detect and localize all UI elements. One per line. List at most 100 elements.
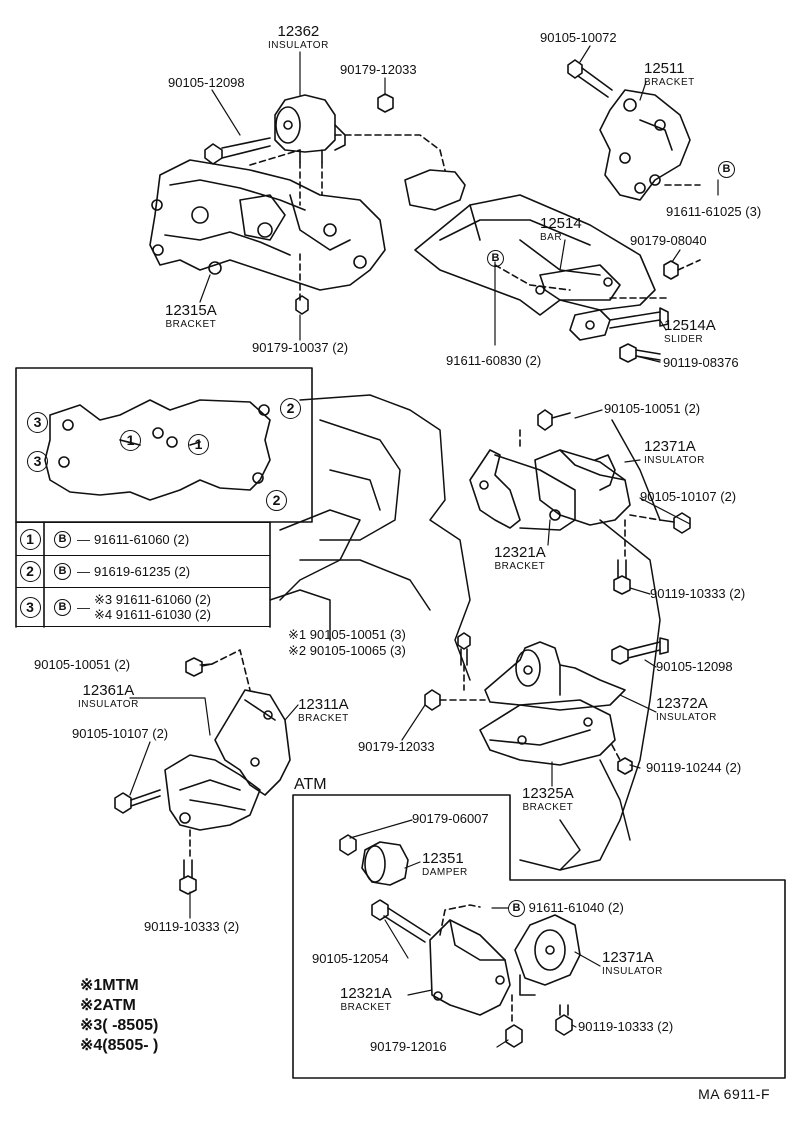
bracket-12311a [214,689,291,796]
inset-marker-1b: 1 [188,434,209,455]
legend-part-3b: ※4 91611-61030 (2) [94,607,211,622]
legend-marker-3: 3 [19,596,41,618]
nut-90179-12033-mid [424,689,441,711]
label-91611-61025: 91611-61025 (3) [666,204,762,219]
footnote-2: ※2ATM [80,997,136,1014]
bolt-90105-10072 [567,59,613,98]
damper-12351 [361,841,409,886]
bracket-12321a-right [469,449,576,531]
bracket-12511-drawing [599,89,691,201]
label-90119-08376: 90119-08376 [663,355,739,370]
label-90119-10333-right: 90119-10333 (2) [650,586,746,601]
legend-marker-2: 2 [19,560,41,582]
bolt-center-vertical [457,632,471,666]
bolt-90119-10333-right [613,559,631,595]
slider-12514a-drawing [569,307,669,341]
insulator-12371a-atm [514,914,581,996]
legend-b-3: B [54,598,71,616]
bolt-90105-12054 [371,899,431,943]
legend-part-2: 91619-61235 (2) [94,563,191,579]
label-91611-61040: B 91611-61040 (2) [508,900,624,917]
nut-90179-12016 [505,1024,523,1048]
leader-lines-center [439,664,621,761]
atm-section-title: ATM [294,776,327,793]
legend-part-1: 91611-61060 (2) [94,531,190,547]
label-90179-10037: 90179-10037 (2) [252,340,349,355]
footnote-1: ※1MTM [80,977,139,994]
insulator-12361a [164,754,261,831]
insulator-12362-drawing [274,94,346,163]
leader-lines-atm [439,904,513,1026]
legend-part-3a: ※3 91611-61060 (2) [94,592,211,607]
bolt-90119-10333-left [179,859,197,895]
bolt-90119-10244 [617,757,633,775]
legend-row-1: 1 B — 91611-61060 (2) [16,522,270,556]
label-90179-06007: 90179-06007 [412,811,489,826]
label-90105-10051-left: 90105-10051 (2) [34,657,131,672]
bolt-90105-12098-mid [611,637,669,665]
bolt-90105-12098-top [204,137,271,165]
leader-lines-left [189,649,251,861]
label-90105-12054: 90105-12054 [312,951,389,966]
label-90119-10333-left: 90119-10333 (2) [144,919,240,934]
leader-lines-right [519,429,661,561]
label-note1-bolt: ※1 90105-10051 (3) [288,627,406,642]
label-90105-10072: 90105-10072 [540,30,617,45]
footnote-4: ※4(8505- ) [80,1037,159,1054]
label-90105-10107-left: 90105-10107 (2) [72,726,169,741]
bolt-90105-10107-right [659,512,691,534]
nut-90179-08040 [663,260,679,280]
inset-marker-1a: 1 [120,430,141,451]
legend-table [15,521,271,628]
bracket-12321a-atm [429,919,511,1016]
label-90179-12033-top: 90179-12033 [340,62,417,77]
atm-box [292,794,786,1079]
nut-90179-06007 [339,834,357,856]
inset-marker-2a: 2 [280,398,301,419]
bolt-90105-10051-right [537,409,571,431]
footnotes: ※1MTM ※2ATM ※3( -8505) ※4(8505- ) [80,976,158,1056]
footnote-3: ※3( -8505) [80,1017,159,1034]
bolt-90119-10333-atm [555,1004,573,1036]
bolt-90119-08376 [619,343,661,363]
bolt-90179-10037 [295,295,309,315]
inset-marker-2b: 2 [266,490,287,511]
label-90105-10107-right: 90105-10107 (2) [640,489,737,504]
legend-marker-1: 1 [19,528,41,550]
label-90179-12033-mid: 90179-12033 [358,739,435,754]
legend-row-3: 3 B — ※3 91611-61060 (2) ※4 91611-61030 … [16,588,270,627]
label-90105-10051-right: 90105-10051 (2) [604,401,701,416]
insulator-12371a-right [534,449,631,526]
label-90105-12098-mid: 90105-12098 [656,659,733,674]
engine-block [269,394,661,871]
legend-b-1: B [54,530,71,548]
bracket-12315a-drawing [149,159,386,291]
label-90179-12016: 90179-12016 [370,1039,447,1054]
label-90105-12098-top: 90105-12098 [168,75,245,90]
insulator-12372a [484,641,626,711]
legend-b-2: B [54,562,71,580]
bracket-12325a [479,699,616,766]
label-90179-08040: 90179-08040 [630,233,707,248]
inset-marker-3b: 3 [27,451,48,472]
inset-marker-3a: 3 [27,412,48,433]
label-note2-bolt: ※2 90105-10065 (3) [288,643,406,658]
bolt-marker-b-bar: B [487,250,504,267]
bolt-90105-10051-left [185,657,213,677]
drawing-code: MA 6911-F [698,1086,770,1102]
solid-leaders [129,45,719,1048]
leader-lines-top [249,134,446,301]
label-90119-10244: 90119-10244 (2) [646,760,742,775]
legend-row-2: 2 B — 91619-61235 (2) [16,555,270,588]
leader-lines-bar [494,184,701,299]
